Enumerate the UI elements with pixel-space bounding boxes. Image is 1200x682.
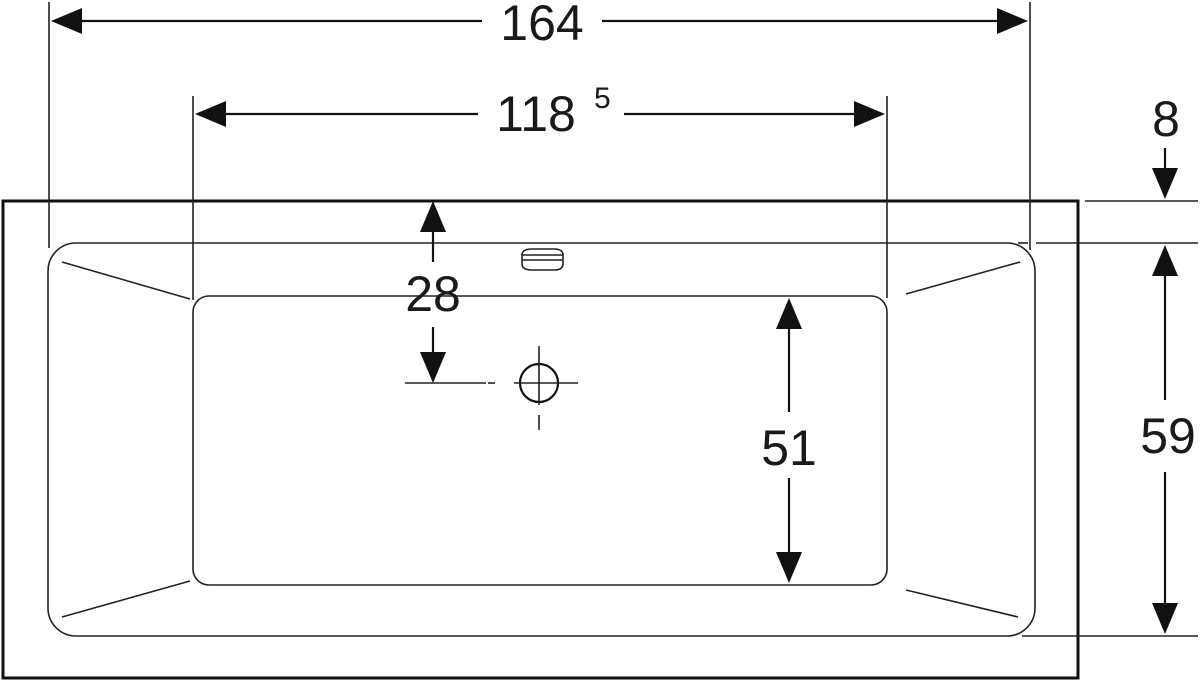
dimension-label-basin-length: 118 xyxy=(496,86,576,142)
dimension-rim-offset: 8 xyxy=(1152,91,1180,199)
dimension-drain-offset: 28 xyxy=(405,201,461,383)
dimension-label-basin-length-sup: 5 xyxy=(594,82,611,115)
outer-frame xyxy=(1,199,1080,680)
dimension-basin-length: 118 5 xyxy=(195,82,885,142)
dimension-label-overall-length: 164 xyxy=(500,0,583,51)
dimension-label-rim-offset: 8 xyxy=(1152,91,1180,147)
slope-line-bottom-right xyxy=(905,589,1019,618)
inner-rim xyxy=(47,242,1036,637)
slope-line-bottom-left xyxy=(61,580,191,618)
dimension-inner-width: 59 xyxy=(1140,245,1196,634)
slope-line-top-right xyxy=(905,261,1021,295)
basin-floor xyxy=(192,295,888,586)
dimension-overall-length: 164 xyxy=(51,0,1028,51)
dimension-basin-width: 51 xyxy=(761,298,817,583)
drain-icon xyxy=(488,346,578,430)
dimension-label-drain-offset: 28 xyxy=(405,266,461,322)
dimension-label-basin-width: 51 xyxy=(761,420,817,476)
slope-line-top-left xyxy=(61,261,191,300)
dimension-label-inner-width: 59 xyxy=(1140,408,1196,464)
overflow-icon xyxy=(521,248,564,271)
